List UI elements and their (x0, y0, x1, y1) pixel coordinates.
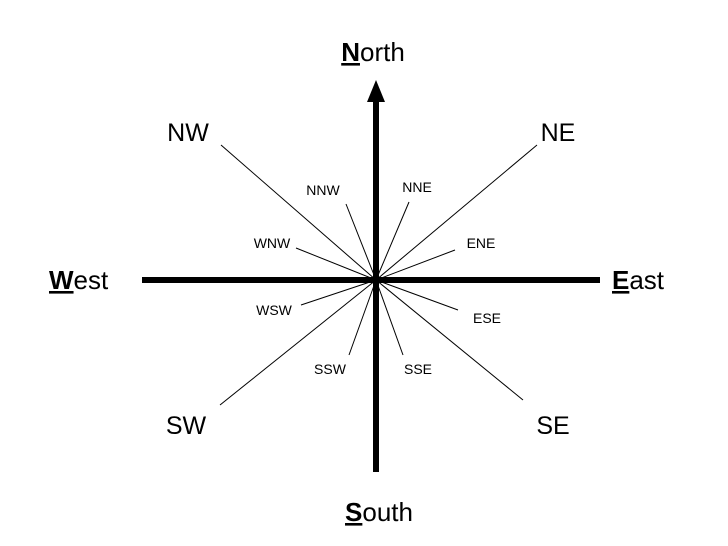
ray-nw (220, 144, 377, 281)
ray-ne (375, 144, 538, 281)
north-arrowhead (367, 80, 385, 102)
label-west: West (49, 265, 109, 295)
ray-wnw (295, 247, 377, 281)
ray-ene (375, 249, 456, 281)
label-wnw: WNW (254, 235, 291, 251)
ray-wsw (300, 279, 377, 306)
label-south: South (345, 497, 413, 527)
label-east: East (612, 265, 665, 295)
label-nne: NNE (402, 179, 432, 195)
label-se: SE (536, 412, 569, 440)
ray-ssw (348, 279, 377, 356)
label-nnw: NNW (306, 182, 340, 198)
label-wsw: WSW (256, 302, 293, 318)
ray-ese (375, 279, 459, 311)
label-ese: ESE (473, 310, 501, 326)
label-ssw: SSW (314, 361, 347, 377)
ray-nne (375, 201, 410, 281)
label-sse: SSE (404, 361, 432, 377)
ray-se (375, 279, 524, 401)
ray-sw (219, 279, 377, 406)
label-north: North (341, 37, 405, 67)
label-nw: NW (167, 119, 209, 147)
ray-nnw (345, 203, 377, 281)
ray-sse (375, 279, 404, 356)
label-ne: NE (541, 119, 576, 147)
label-sw: SW (166, 412, 207, 440)
label-ene: ENE (467, 235, 496, 251)
